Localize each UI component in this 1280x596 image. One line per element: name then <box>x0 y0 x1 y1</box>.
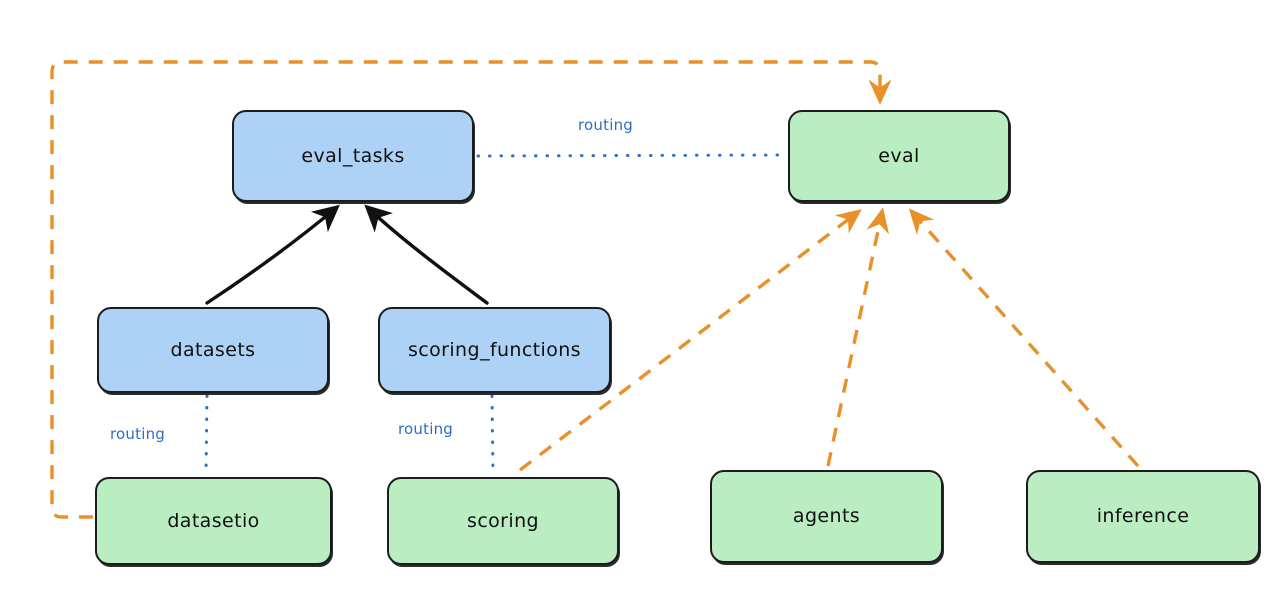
edge-label-routing-datasetio: routing <box>110 425 165 443</box>
node-datasetio[interactable]: datasetio <box>95 477 332 565</box>
node-inference[interactable]: inference <box>1026 470 1260 563</box>
uses-edge-datasets-eval-tasks <box>205 204 340 305</box>
node-agents[interactable]: agents <box>710 470 943 563</box>
node-label-agents: agents <box>792 505 861 528</box>
node-scoring-functions[interactable]: scoring_functions <box>378 307 611 393</box>
edge-label-routing-eval: routing <box>578 116 633 134</box>
node-scoring[interactable]: scoring <box>387 477 619 565</box>
node-label-scoring: scoring <box>467 509 539 532</box>
node-label-scoring-functions: scoring_functions <box>408 338 581 361</box>
edge-label-routing-scoring: routing <box>398 420 453 438</box>
dependency-edge-inference-eval <box>908 208 1140 468</box>
node-label-datasets: datasets <box>170 338 256 361</box>
node-eval-tasks[interactable]: eval_tasks <box>232 110 474 202</box>
routing-edge-eval-tasks-eval <box>476 153 788 158</box>
dependency-edge-agents-eval <box>826 207 890 467</box>
routing-edge-datasets-datasetio <box>204 394 209 476</box>
node-datasets[interactable]: datasets <box>97 307 329 393</box>
node-label-eval-tasks: eval_tasks <box>301 144 405 167</box>
node-label-datasetio: datasetio <box>167 509 260 532</box>
node-label-eval: eval <box>878 144 920 167</box>
uses-edge-scoring-functions-eval-tasks <box>364 204 489 305</box>
node-label-inference: inference <box>1096 505 1190 528</box>
node-eval[interactable]: eval <box>788 110 1010 202</box>
routing-edge-scoring-functions-scoring <box>490 394 495 476</box>
